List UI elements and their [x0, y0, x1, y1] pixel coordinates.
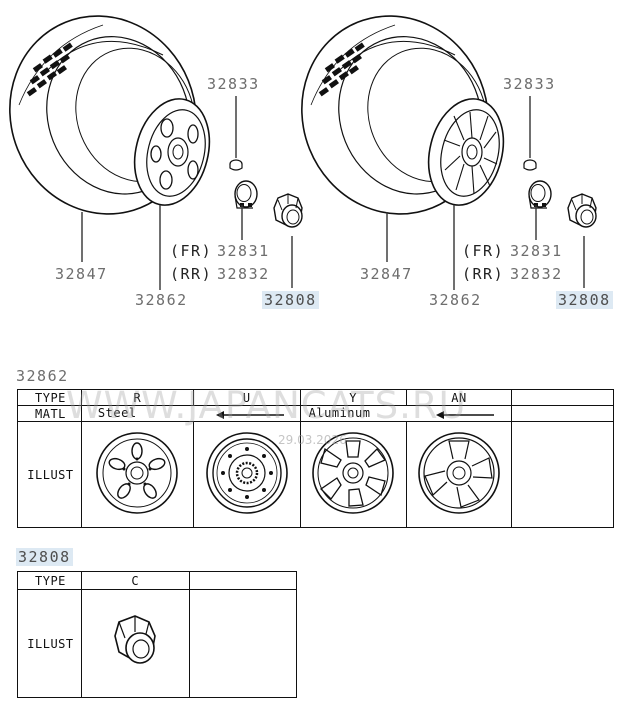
illust-cell	[80, 589, 190, 698]
ornament-left	[273, 193, 303, 228]
matl-header: MATL	[17, 405, 82, 422]
illust-header: ILLUST	[17, 589, 82, 698]
type-cell	[511, 389, 614, 406]
leader-lines-right	[386, 96, 585, 290]
illust-header: ILLUST	[17, 421, 82, 528]
center-cap-right	[528, 180, 552, 209]
ornament-right	[567, 193, 597, 228]
callout-nut-right[interactable]: 32833	[503, 75, 556, 93]
wheel-right-aluminum	[427, 98, 505, 206]
ornament-table-part-no[interactable]: 32808	[16, 548, 73, 566]
matl-aluminum-cell: Aluminum	[299, 405, 513, 422]
illust-cell	[80, 421, 194, 528]
matl-aluminum-label: Aluminum	[308, 406, 371, 420]
callout-rr-left: (RR)	[170, 265, 213, 283]
lug-nut-left	[229, 159, 243, 171]
wheel-table-part-no[interactable]: 32862	[16, 367, 69, 385]
arrow-left-icon	[435, 411, 494, 419]
illust-empty-cell	[188, 589, 298, 698]
lug-nut-right	[523, 159, 537, 171]
wheel-aluminum-y-icon	[312, 432, 394, 514]
callout-tire-right[interactable]: 32847	[360, 265, 413, 283]
callout-nut-left[interactable]: 32833	[207, 75, 260, 93]
center-cap-left	[234, 180, 258, 209]
callout-wheel-left[interactable]: 32862	[135, 291, 188, 309]
callout-cap-fr-right[interactable]: 32831	[510, 242, 563, 260]
wheel-steel-r-icon	[96, 432, 179, 514]
illust-cell	[192, 421, 301, 528]
ornament-c-icon	[114, 615, 157, 664]
type-header: TYPE	[17, 571, 82, 590]
callout-fr-left: (FR)	[170, 242, 213, 260]
callout-cap-rr-right[interactable]: 32832	[510, 265, 563, 283]
callout-cap-fr-left[interactable]: 32831	[217, 242, 270, 260]
matl-empty-cell	[511, 405, 614, 422]
illust-cell	[299, 421, 407, 528]
matl-steel-cell: Steel	[80, 405, 301, 422]
wheel-left-steel	[133, 98, 211, 206]
wheel-aluminum-an-icon	[418, 432, 500, 514]
leader-lines-left	[81, 96, 293, 290]
callout-fr-right: (FR)	[462, 242, 505, 260]
callout-wheel-right[interactable]: 32862	[429, 291, 482, 309]
wheel-steel-u-icon	[205, 432, 288, 514]
callout-tire-left[interactable]: 32847	[55, 265, 108, 283]
watermark-date: 29.03.2026	[278, 433, 347, 447]
type-cell	[188, 571, 298, 590]
callout-rr-right: (RR)	[462, 265, 505, 283]
watermark-site: WWW.JAPANCATS.RU	[66, 384, 467, 427]
callout-ornament-right[interactable]: 32808	[556, 291, 613, 309]
illust-empty-cell	[511, 421, 614, 528]
matl-steel-label: Steel	[97, 406, 137, 420]
arrow-left-icon	[215, 411, 284, 419]
wheel-type-table: TYPE R U Y AN MATL Steel Aluminum ILLUST	[17, 389, 614, 528]
illust-cell	[405, 421, 513, 528]
callout-ornament-left[interactable]: 32808	[262, 291, 319, 309]
callout-cap-rr-left[interactable]: 32832	[217, 265, 270, 283]
type-cell: C	[80, 571, 190, 590]
ornament-type-table: TYPE C ILLUST	[17, 571, 298, 698]
